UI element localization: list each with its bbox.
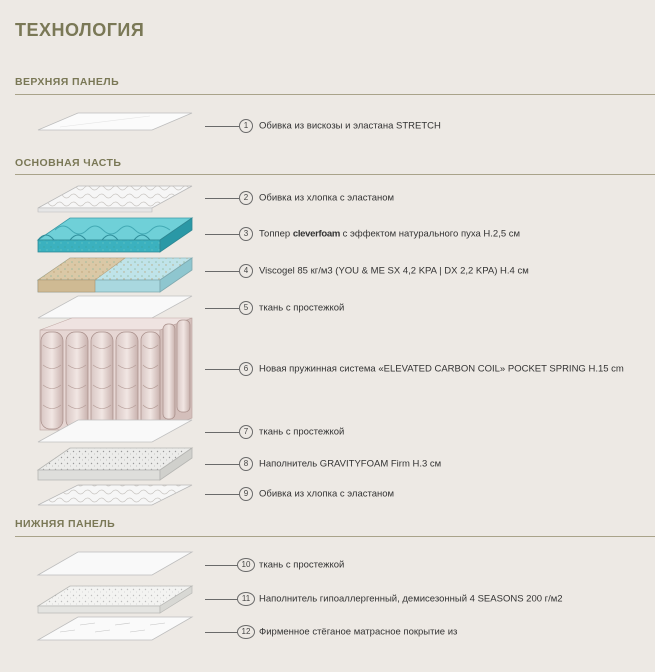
layer-7-illustration <box>37 419 193 443</box>
leader-line <box>205 198 239 199</box>
layer-4-illustration <box>36 257 194 293</box>
layer-description: Фирменное стёганое матрасное покрытие из <box>259 626 458 638</box>
layer-number: 11 <box>237 592 255 606</box>
page-title: ТЕХНОЛОГИЯ <box>15 20 145 40</box>
brand-cleverfoam: cleverfoam <box>292 228 341 240</box>
layer-description: Обивка из хлопка с эластаном <box>259 488 395 500</box>
layer-2-illustration <box>37 185 193 213</box>
layer-12-illustration <box>36 616 194 641</box>
layer-number: 6 <box>239 362 253 376</box>
layer-9-illustration <box>37 484 193 506</box>
layer-number: 5 <box>239 301 253 315</box>
leader-line <box>205 308 239 309</box>
layer-row-3: 3 Топпер cleverfoam с эффектом натуральн… <box>0 219 655 249</box>
layer-8-illustration <box>36 447 194 481</box>
layer-description: ткань с простежкой <box>259 302 345 314</box>
leader-line <box>205 565 239 566</box>
leader-line <box>205 494 239 495</box>
layer-number: 4 <box>239 264 253 278</box>
layer-number: 1 <box>239 119 253 133</box>
leader-line <box>205 464 239 465</box>
layer-description-post: с эффектом натурального пуха H.2,5 см <box>340 228 521 240</box>
leader-line <box>205 234 239 235</box>
section-label-main: ОСНОВНАЯ ЧАСТЬ <box>15 157 122 169</box>
layer-row-7: 7 ткань с простежкой <box>0 417 655 447</box>
layer-row-6: 6 Новая пружинная система «ELEVATED CARB… <box>0 354 655 384</box>
layer-number: 8 <box>239 457 253 471</box>
section-label-bottom: НИЖНЯЯ ПАНЕЛЬ <box>15 518 116 530</box>
leader-line <box>205 126 239 127</box>
leader-line <box>205 369 239 370</box>
layer-description: Обивка из хлопка с эластаном <box>259 192 395 204</box>
layer-number: 2 <box>239 191 253 205</box>
layer-number: 3 <box>239 227 253 241</box>
layer-row-8: 8 Наполнитель GRAVITYFOAM Firm H.3 см <box>0 449 655 479</box>
section-label-top: ВЕРХНЯЯ ПАНЕЛЬ <box>15 76 120 88</box>
layer-description: Viscogel 85 кг/м3 (YOU & ME SX 4,2 KPA |… <box>259 265 529 277</box>
layer-number: 9 <box>239 487 253 501</box>
section-divider-bottom <box>15 536 655 537</box>
layer-description: Новая пружинная система «ELEVATED CARBON… <box>259 363 624 375</box>
section-divider-top <box>15 94 655 95</box>
layer-row-12: 12 Фирменное стёганое матрасное покрытие… <box>0 617 655 647</box>
layer-row-1: 1 Обивка из вискозы и эластана STRETCH <box>0 111 655 141</box>
layer-row-11: 11 Наполнитель гипоаллергенный, демисезо… <box>0 584 655 614</box>
layer-description: Наполнитель гипоаллергенный, демисезонны… <box>259 593 563 605</box>
leader-line <box>205 632 239 633</box>
layer-row-4: 4 Viscogel 85 кг/м3 (YOU & ME SX 4,2 KPA… <box>0 256 655 286</box>
layer-11-illustration <box>36 585 194 614</box>
layer-number: 7 <box>239 425 253 439</box>
layer-10-illustration <box>36 551 194 576</box>
leader-line <box>205 271 239 272</box>
leader-line <box>205 599 239 600</box>
layer-row-5: 5 ткань с простежкой <box>0 293 655 323</box>
leader-line <box>205 432 239 433</box>
layer-row-9: 9 Обивка из хлопка с эластаном <box>0 479 655 509</box>
layer-description-pre: Топпер <box>259 228 293 240</box>
layer-description: Топпер cleverfoam с эффектом натуральног… <box>259 229 520 240</box>
layer-description: ткань с простежкой <box>259 559 345 571</box>
layer-description: Обивка из вискозы и эластана STRETCH <box>259 120 441 132</box>
layer-3-illustration <box>36 217 194 253</box>
layer-row-2: 2 Обивка из хлопка с эластаном <box>0 183 655 213</box>
layer-6-illustration <box>39 317 193 431</box>
layer-description: ткань с простежкой <box>259 426 345 438</box>
layer-description: Наполнитель GRAVITYFOAM Firm H.3 см <box>259 458 442 470</box>
layer-row-10: 10 ткань с простежкой <box>0 550 655 580</box>
layer-1-illustration <box>37 112 193 131</box>
section-divider-main <box>15 174 655 175</box>
layer-number: 10 <box>237 558 255 572</box>
layer-number: 12 <box>237 625 255 639</box>
